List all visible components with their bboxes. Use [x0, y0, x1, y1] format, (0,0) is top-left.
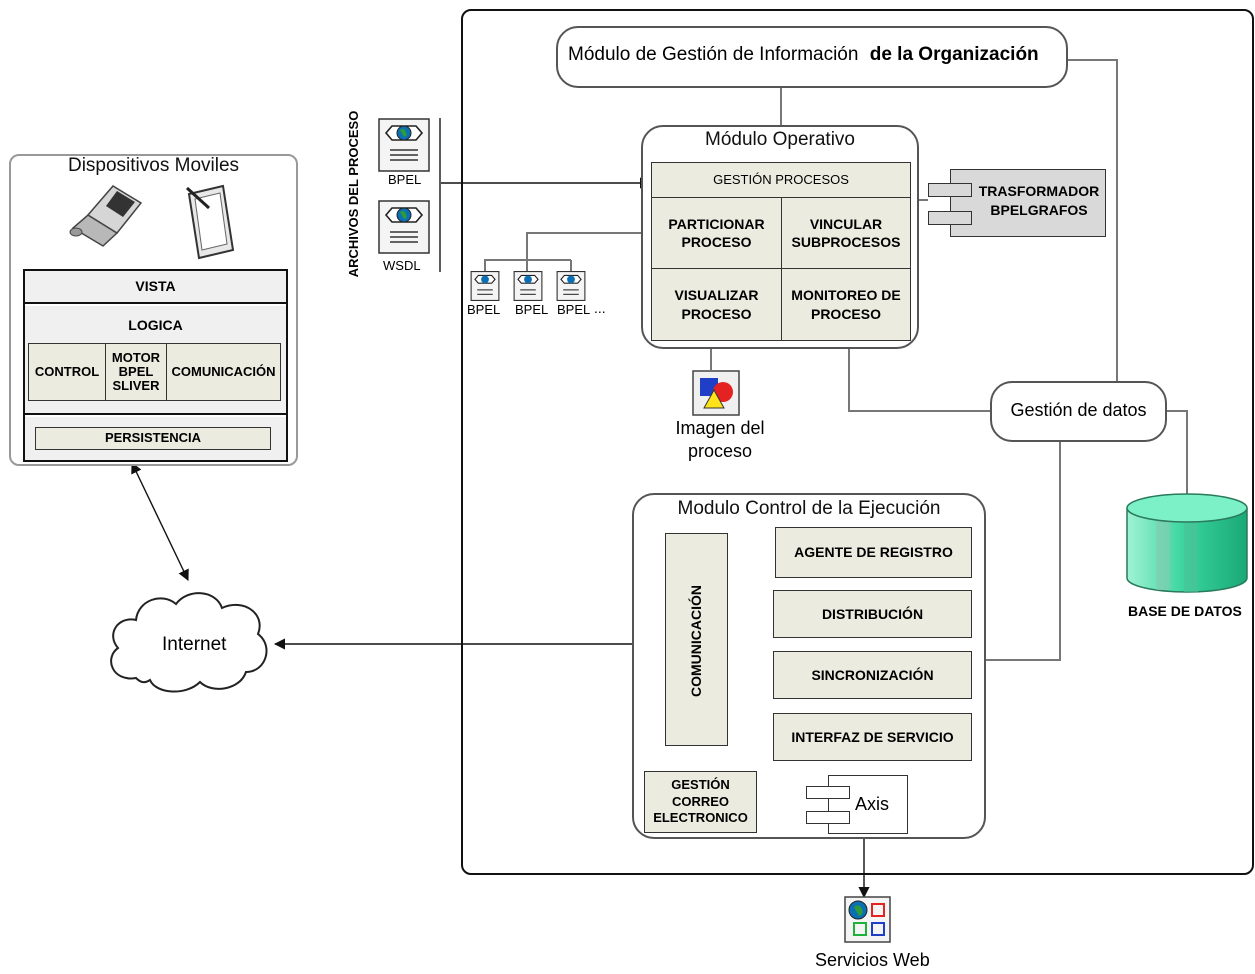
org-title-bold: de la Organización — [869, 44, 1039, 65]
bpel-part-icon-3 — [556, 271, 586, 301]
gestion-datos-label: Gestión de datos — [1010, 400, 1147, 420]
internet-cloud — [110, 592, 268, 693]
operativo-title: Módulo Operativo — [705, 129, 855, 150]
comunicacion-bus — [665, 533, 728, 746]
bpel-doc-label: BPEL — [388, 172, 422, 187]
axis-label: Axis — [855, 794, 890, 814]
process-image-icon — [692, 370, 740, 416]
database-label: BASE DE DATOS — [1128, 603, 1242, 619]
motor-bpel-block: MOTOR BPEL SLIVER — [105, 343, 167, 401]
org-title-main: Módulo de Gestión de Información — [568, 44, 859, 65]
org-module-title: Módulo de Gestión de Información de la O… — [568, 44, 1039, 66]
bpel-part-label-1: BPEL — [467, 302, 501, 317]
mobile-stack: VISTA LOGICA CONTROL MOTOR BPEL SLIVER C… — [23, 269, 288, 462]
web-services-icon — [844, 896, 891, 943]
org-info-module: Módulo de Gestión de Información de la O… — [556, 26, 1068, 88]
interfaz-servicio-block: INTERFAZ DE SERVICIO — [773, 713, 972, 761]
logica-layer: LOGICA CONTROL MOTOR BPEL SLIVER COMUNIC… — [25, 306, 286, 415]
bpel-part-icon-1 — [470, 271, 500, 301]
bpel-parts-ellipsis: ... — [594, 300, 606, 316]
comunicacion-block: COMUNICACIÓN — [166, 343, 281, 401]
mobile-devices-panel: Dispositivos Moviles VISTA LOGICA CONTRO… — [9, 154, 298, 466]
bpel-document-icon — [378, 118, 430, 172]
axis-tab-bottom — [806, 811, 850, 824]
wsdl-document-icon — [378, 200, 430, 254]
sincronizacion-block: SINCRONIZACIÓN — [773, 651, 972, 699]
web-services-label: Servicios Web — [815, 950, 930, 970]
persistencia-layer: PERSISTENCIA — [25, 417, 286, 460]
control-block: CONTROL — [28, 343, 106, 401]
comunicacion-bus-label: COMUNICACIÓN — [688, 585, 704, 697]
mobile-title: Dispositivos Moviles — [67, 155, 240, 176]
persistencia-block: PERSISTENCIA — [35, 427, 271, 450]
monitoreo-block: MONITOREO DE PROCESO — [781, 268, 911, 341]
archivos-label: ARCHIVOS DEL PROCESO — [346, 110, 361, 278]
agente-registro-block: AGENTE DE REGISTRO — [775, 527, 972, 578]
gestion-procesos-block: GESTIÓN PROCESOS — [651, 162, 911, 198]
logica-label: LOGICA — [128, 317, 183, 333]
bpel-part-label-2: BPEL — [515, 302, 549, 317]
tablet-icon — [185, 184, 235, 260]
vincular-block: VINCULAR SUBPROCESOS — [781, 197, 911, 269]
component-tab-top — [928, 183, 972, 197]
flip-phone-icon — [69, 185, 143, 247]
gestion-datos-module: Gestión de datos — [990, 381, 1167, 442]
particionar-block: PARTICIONAR PROCESO — [651, 197, 782, 269]
control-ejecucion-title: Modulo Control de la Ejecución — [677, 498, 941, 519]
transformador-label: TRASFORMADOR BPELGRAFOS — [978, 183, 1100, 218]
bpel-part-icon-2 — [513, 271, 543, 301]
gestion-correo-block: GESTIÓN CORREO ELECTRONICO — [644, 771, 757, 833]
database-icon — [1126, 493, 1248, 593]
vista-layer: VISTA — [25, 271, 286, 304]
axis-component: Axis — [828, 775, 908, 834]
process-image-label: Imagen del proceso — [675, 418, 765, 462]
distribucion-block: DISTRIBUCIÓN — [773, 590, 972, 638]
axis-tab-top — [806, 786, 850, 799]
bpel-part-label-3: BPEL — [557, 302, 591, 317]
visualizar-block: VISUALIZAR PROCESO — [651, 268, 782, 341]
internet-label: Internet — [162, 634, 227, 655]
wsdl-doc-label: WSDL — [383, 258, 421, 273]
transformador-component: TRASFORMADOR BPELGRAFOS — [950, 169, 1106, 237]
component-tab-bottom — [928, 211, 972, 225]
